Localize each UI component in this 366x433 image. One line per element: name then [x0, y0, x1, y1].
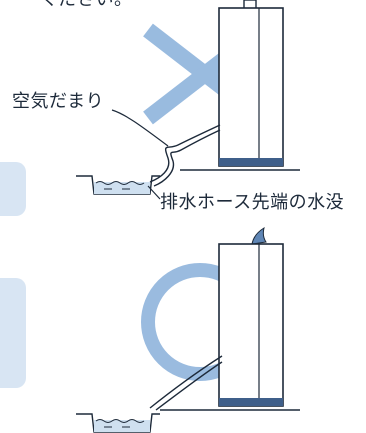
drain-hose-straight: [149, 355, 223, 411]
side-tab-bottom: [0, 278, 26, 388]
dehumidifier-unit-top: [218, 0, 284, 167]
water-tray-bottom: [76, 413, 160, 433]
instruction-fragment: ください。: [40, 0, 133, 9]
water-tray-top: [76, 175, 160, 195]
hose-submerged-label: 排水ホース先端の水没: [160, 192, 345, 213]
drain-hose-looped: [149, 124, 221, 187]
air-pocket-label: 空気だまり: [12, 91, 105, 112]
hose-tip-leader: [147, 185, 161, 200]
dehumidifier-unit-bottom: [218, 226, 284, 407]
air-pocket-leader: [111, 109, 169, 147]
side-tab-top: [0, 162, 26, 216]
